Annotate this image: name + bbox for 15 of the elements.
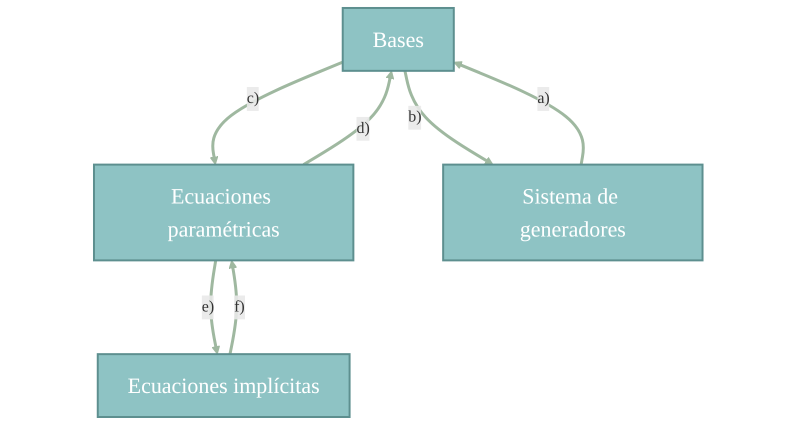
arrow — [302, 70, 394, 166]
node-box: Ecuaciones paramétricas — [92, 164, 354, 262]
node-box: Ecuaciones implícitas — [96, 353, 350, 418]
edge-label: e) — [202, 298, 214, 316]
edge-label: f) — [234, 298, 244, 316]
edge-label: a) — [537, 90, 550, 107]
node-box: Bases — [341, 6, 455, 72]
edge-label: c) — [246, 90, 259, 107]
edge-label: b) — [408, 108, 422, 126]
edge-label: d) — [356, 120, 370, 137]
arrow — [453, 61, 585, 165]
arrow — [403, 70, 494, 165]
arrow — [208, 260, 220, 355]
node-box: Sistema de generadores — [442, 164, 704, 262]
arrow — [209, 60, 344, 165]
